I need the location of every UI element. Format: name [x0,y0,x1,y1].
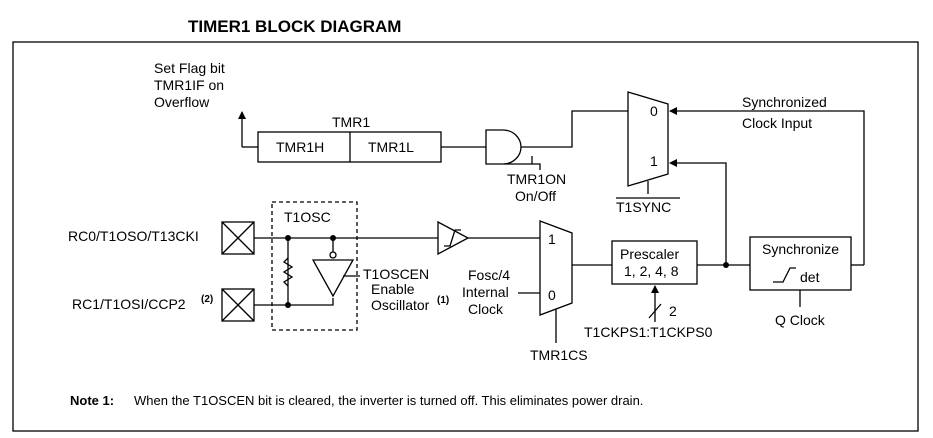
inverter [311,259,355,298]
prescaler-select-label: T1CKPS1:T1CKPS0 [584,324,713,340]
q-clock-label: Q Clock [775,312,826,328]
pin-rc0: RC0/T1OSO/T13CKI [68,221,255,255]
sync-mux-in0: 0 [650,103,658,119]
and-gate-body [485,129,522,165]
sync-input-line-2: Clock Input [742,115,812,131]
async-path-wire [669,159,727,265]
tmr1cs-label: TMR1CS [530,347,588,363]
schmitt-buffer [437,220,540,256]
bus-slash [648,303,662,319]
pin-rc1-x2 [221,288,255,322]
sync-mux: 0 1 T1SYNC [616,91,680,215]
outer-frame [12,41,919,432]
t1osc-label: T1OSC [284,209,331,225]
edge-detect-symbol [773,267,796,283]
sync-mux-body [627,91,669,187]
pin-rc1-label: RC1/T1OSI/CCP2 [72,296,186,312]
flag-line-2: TMR1IF on [154,77,224,93]
footnote-text: When the T1OSCEN bit is cleared, the inv… [134,393,643,408]
t1sync-label: T1SYNC [616,199,671,215]
pin-rc1-footnote: (2) [201,294,213,305]
tmr1-register: TMR1 TMR1H TMR1L [257,114,442,163]
sync-clock-input: Synchronized Clock Input [669,94,865,265]
prescaler-block: Prescaler 1, 2, 4, 8 2 T1CKPS1:T1CKPS0 [584,240,750,340]
fosc-line-2: Internal [462,284,509,300]
synchronize-block: Synchronize det Q Clock [749,236,864,328]
rc1-wire [254,298,334,306]
tmr1h-label: TMR1H [276,139,324,155]
t1osc-dashed-box [271,201,358,331]
flag-line-1: Set Flag bit [154,60,225,76]
tmr1-label: TMR1 [332,114,370,130]
tmr1l-label: TMR1L [368,139,414,155]
clock-mux-body [539,220,573,316]
prescaler-box [611,240,698,285]
synchronize-label: Synchronize [762,241,839,257]
synchronize-det: det [800,269,820,285]
sync-feedback-wire [669,107,865,265]
t1oscen-line-3: Oscillator [371,297,430,313]
t1oscen-line-2: Enable [371,281,415,297]
clock-mux-in0: 0 [548,287,556,303]
t1osc-block: T1OSC T1OSCEN Enable Oscillator (1) [254,201,449,331]
schmitt-symbol [444,229,461,247]
tmr1on-line-2: On/Off [515,188,556,204]
overflow-flag: Set Flag bit TMR1IF on Overflow [154,60,258,148]
sync-mux-in1: 1 [650,153,658,169]
t1oscen-line-1: T1OSCEN [363,266,429,282]
pin-rc0-label: RC0/T1OSO/T13CKI [68,228,199,244]
fosc-line-3: Clock [468,301,504,317]
fosc-line-1: Fosc/4 [468,267,510,283]
resistor [282,257,294,287]
pin-rc0-x2 [221,221,255,255]
footnote-label: Note 1: [70,393,114,408]
diagram-title: TIMER1 BLOCK DIAGRAM [188,17,401,36]
sync-input-line-1: Synchronized [742,94,827,110]
t1oscen-footnote: (1) [437,295,449,306]
and-gate: TMR1ON On/Off [441,110,628,204]
clock-mux: 1 0 Fosc/4 Internal Clock TMR1CS [462,220,612,363]
junction-rc1-res [285,302,291,308]
junction-prescaler-out [723,262,729,268]
pin-rc1: RC1/T1OSI/CCP2 (2) [72,288,255,322]
flag-line-3: Overflow [154,94,210,110]
inverter-bubble [329,251,337,259]
mux-out-to-and-wire [521,110,628,148]
prescaler-bits: 2 [669,303,677,319]
prescaler-line-2: 1, 2, 4, 8 [624,263,679,279]
junction-rc0-res [285,235,291,241]
tmr1on-line-1: TMR1ON [507,171,566,187]
footnote: Note 1: When the T1OSCEN bit is cleared,… [70,393,643,408]
tmr1on-wire [504,163,541,170]
junction-rc0-inv [330,235,336,241]
clock-mux-in1: 1 [548,231,556,247]
prescaler-line-1: Prescaler [620,246,679,262]
